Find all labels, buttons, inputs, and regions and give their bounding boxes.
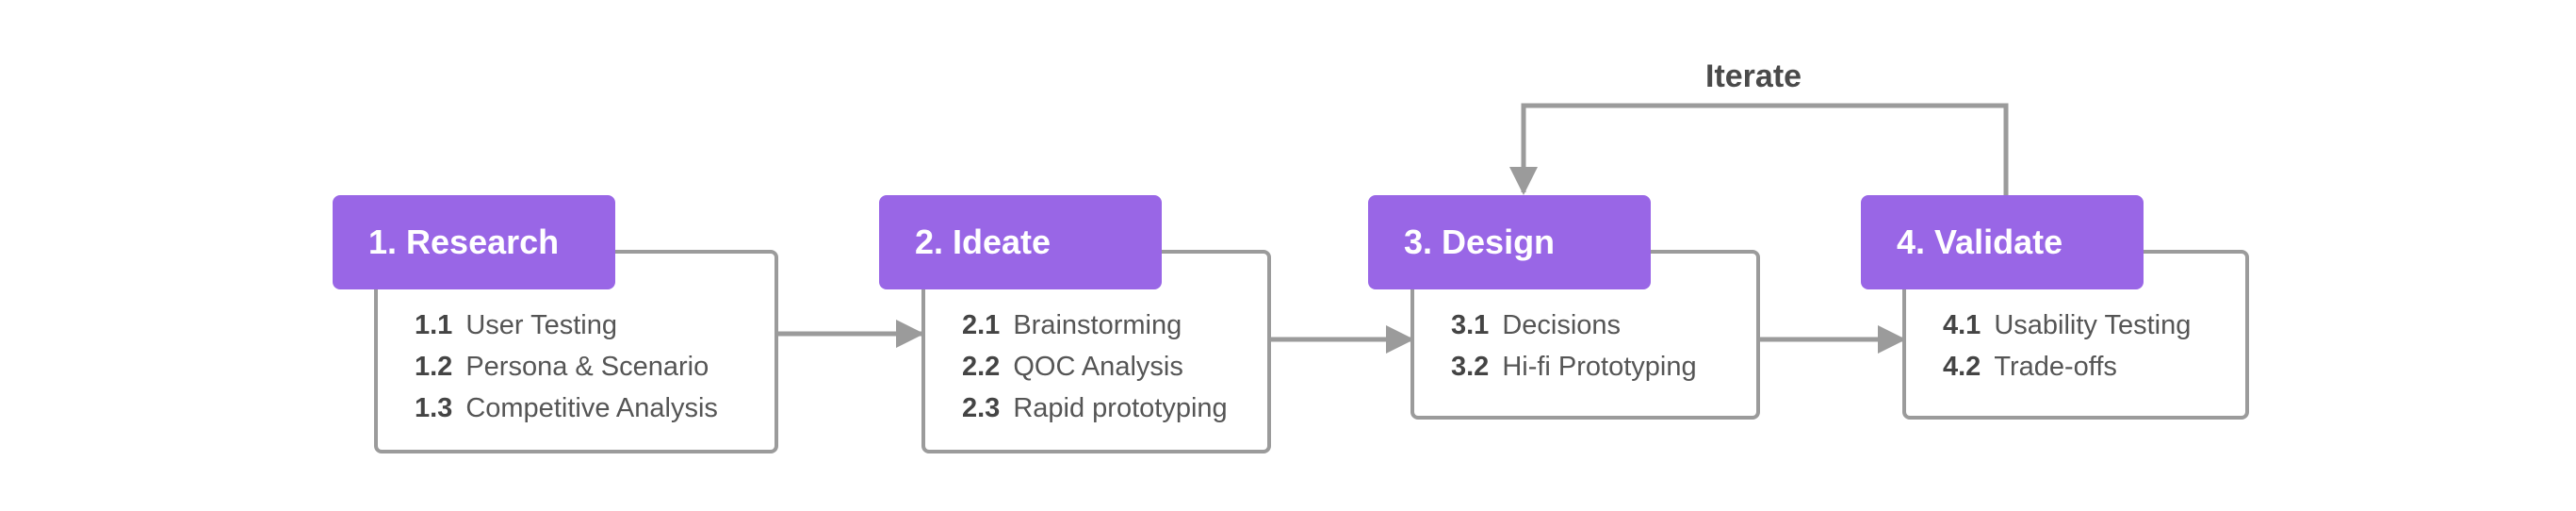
- item-number: 3.1: [1451, 310, 1490, 340]
- item-number: 2.3: [962, 393, 1001, 423]
- item-number: 2.2: [962, 352, 1001, 382]
- list-item: 1.3 Competitive Analysis: [415, 387, 718, 429]
- item-label: Decisions: [1502, 310, 1622, 340]
- item-number: 4.1: [1943, 310, 1981, 340]
- stage-header: 4. Validate: [1861, 195, 2144, 289]
- item-label: User Testing: [465, 310, 617, 340]
- list-item: 2.3 Rapid prototyping: [962, 387, 1228, 429]
- list-item: 2.2 QOC Analysis: [962, 346, 1228, 387]
- stage-header: 2. Ideate: [879, 195, 1162, 289]
- item-label: Competitive Analysis: [465, 393, 718, 423]
- item-number: 4.2: [1943, 352, 1981, 382]
- stage-header: 1. Research: [333, 195, 615, 289]
- stage-item-list: 1.1 User Testing 1.2 Persona & Scenario 1.…: [415, 305, 718, 429]
- item-label: Brainstorming: [1013, 310, 1182, 340]
- list-item: 2.1 Brainstorming: [962, 305, 1228, 346]
- list-item: 3.1 Decisions: [1451, 305, 1697, 346]
- item-label: QOC Analysis: [1013, 352, 1183, 382]
- list-item: 3.2 Hi-fi Prototyping: [1451, 346, 1697, 387]
- item-number: 1.2: [415, 352, 453, 382]
- stage-title: 2. Ideate: [915, 223, 1052, 261]
- item-label: Hi-fi Prototyping: [1502, 352, 1697, 382]
- stage-item-list: 2.1 Brainstorming 2.2 QOC Analysis 2.3 Rapi…: [962, 305, 1228, 429]
- item-number: 2.1: [962, 310, 1001, 340]
- iterate-label: Iterate: [1705, 58, 1802, 94]
- item-label: Usability Testing: [1994, 310, 2192, 340]
- stage-title: 1. Research: [368, 223, 560, 261]
- stage-title: 3. Design: [1404, 223, 1556, 261]
- list-item: 4.2 Trade-offs: [1943, 346, 2191, 387]
- item-number: 1.3: [415, 393, 453, 423]
- stage-item-list: 4.1 Usability Testing 4.2 Trade-offs: [1943, 305, 2191, 387]
- item-label: Persona & Scenario: [465, 352, 709, 382]
- list-item: 1.2 Persona & Scenario: [415, 346, 718, 387]
- item-label: Trade-offs: [1994, 352, 2117, 382]
- item-label: Rapid prototyping: [1013, 393, 1228, 423]
- iterate-loop-arrow: [1509, 103, 2009, 196]
- stage-item-list: 3.1 Decisions 3.2 Hi-fi Prototyping: [1451, 305, 1697, 387]
- list-item: 4.1 Usability Testing: [1943, 305, 2191, 346]
- stage-title: 4. Validate: [1897, 223, 2063, 261]
- item-number: 1.1: [415, 310, 453, 340]
- list-item: 1.1 User Testing: [415, 305, 718, 346]
- item-number: 3.2: [1451, 352, 1490, 382]
- stage-header: 3. Design: [1368, 195, 1651, 289]
